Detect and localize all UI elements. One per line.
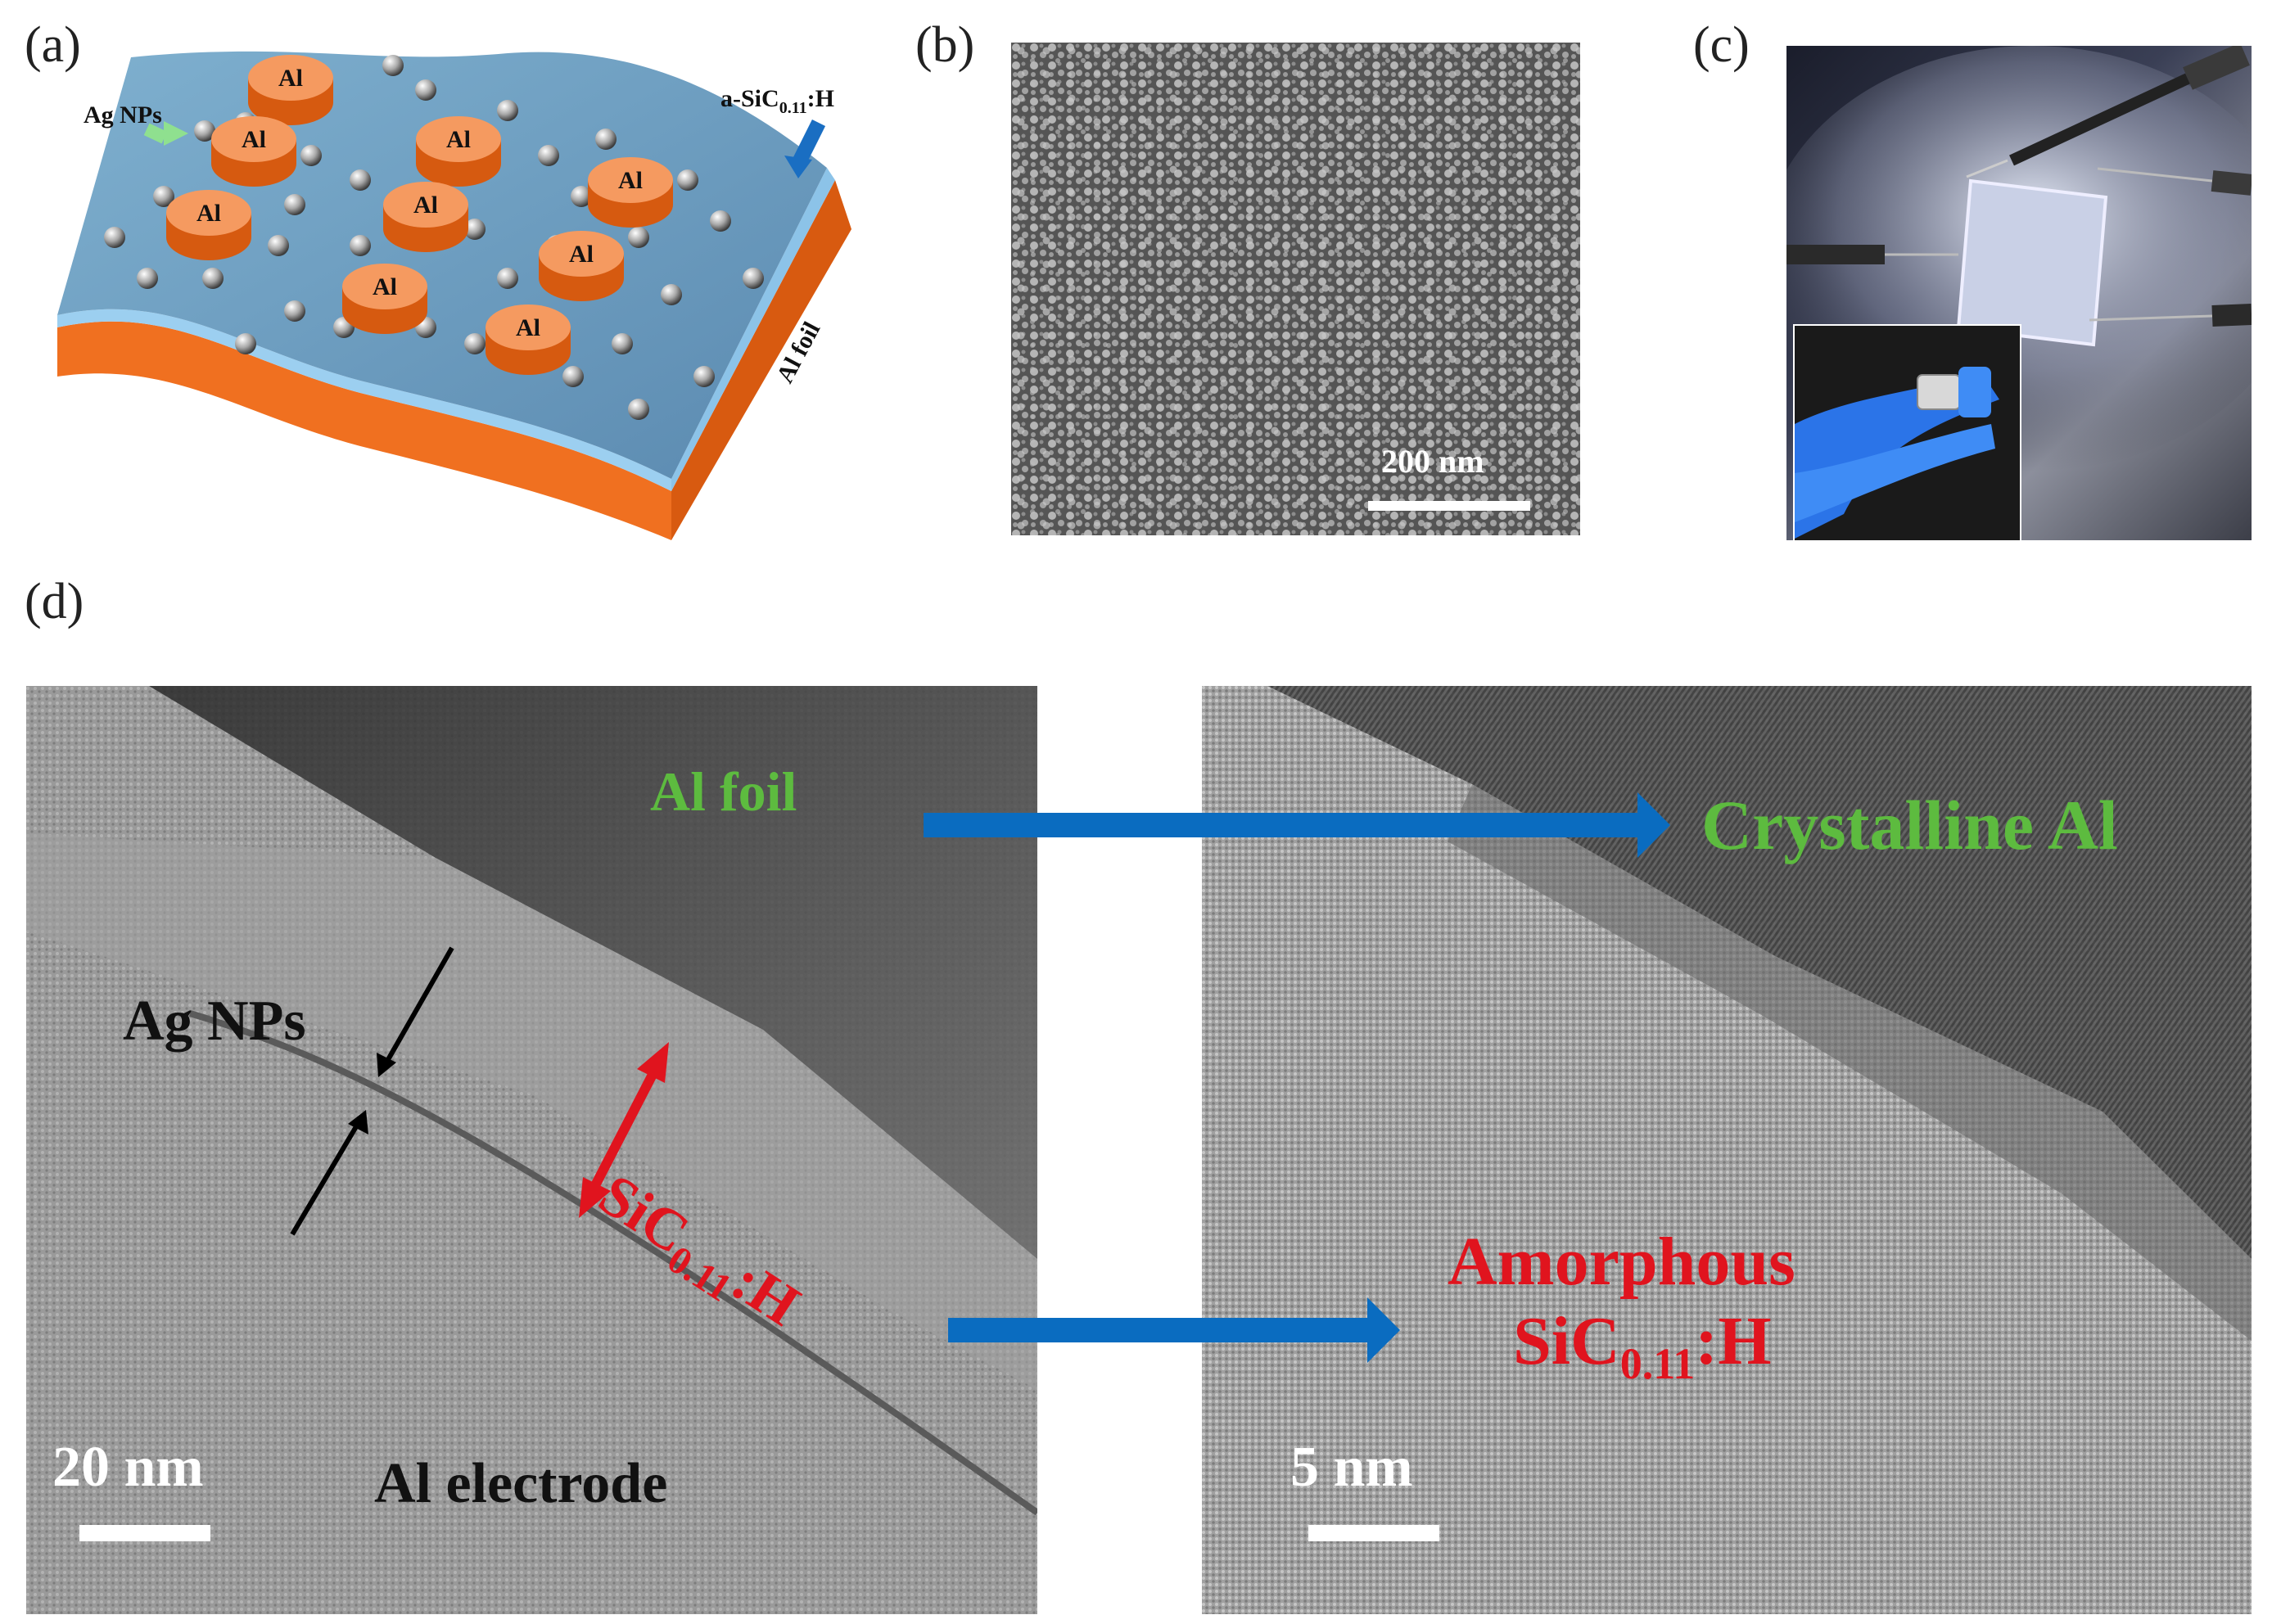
tem-left-ag-nps-label: Ag NPs <box>123 990 306 1053</box>
schematic-svg: Al Al Al Al Al Al Al Al Al Ag NPs a-SiC0… <box>57 51 851 540</box>
panel-label-a: (a) <box>25 17 81 73</box>
panel-label-b: (b) <box>915 17 975 73</box>
arrow-foil-to-crystalline <box>924 813 1644 837</box>
panel-b-sem-image: 200 nm <box>1011 43 1580 535</box>
tem-right-scene <box>1202 686 2252 1614</box>
tem-right-scale-label: 5 nm <box>1290 1436 1413 1499</box>
tem-left-scale-bar <box>79 1525 210 1541</box>
tem-left-scale-label: 20 nm <box>52 1436 204 1499</box>
panel-label-d: (d) <box>25 574 84 629</box>
tem-right-sic-label: SiC0.11:H <box>1513 1303 1772 1388</box>
al-disks <box>166 55 673 375</box>
sem-texture <box>1011 43 1580 535</box>
tem-left-al-foil-label: Al foil <box>650 760 797 823</box>
sem-scale-label: 200 nm <box>1381 443 1484 480</box>
disk-label: Al <box>569 241 594 268</box>
probe-4 <box>2211 304 2252 327</box>
panel-label-c: (c) <box>1693 17 1750 73</box>
ag-nps-label: Ag NPs <box>84 102 162 129</box>
probe-1 <box>2009 73 2190 166</box>
device-sample <box>1956 178 2108 347</box>
crystalline-region <box>1267 686 2252 1259</box>
tem-left-scene <box>26 686 1037 1614</box>
panel-a-schematic: Al Al Al Al Al Al Al Al Al Ag NPs a-SiC0… <box>49 33 876 540</box>
ag-layer-line <box>188 1010 1037 1516</box>
probe-3 <box>2211 170 2252 196</box>
disk-label: Al <box>278 65 303 92</box>
disk-label: Al <box>413 192 438 219</box>
tem-right-crystalline-label: Crystalline Al <box>1701 786 2118 864</box>
inset-photo-glove <box>1793 324 2021 540</box>
film-label: a-SiC0.11:H <box>720 85 834 117</box>
tem-left-electrode-label: Al electrode <box>374 1452 668 1515</box>
disk-label: Al <box>242 126 266 153</box>
ag-arrow-icon <box>164 121 188 146</box>
arrow-sic-to-amorphous <box>948 1318 1374 1342</box>
panel-d-tem-left: Al foil Ag NPs SiC0.11:H Al electrode 20… <box>26 686 1037 1614</box>
disk-label: Al <box>446 126 471 153</box>
tem-right-amorphous-label: Amorphous <box>1448 1224 1795 1300</box>
disk-label: Al <box>373 273 397 300</box>
disk-label: Al <box>196 200 221 227</box>
tem-right-scale-bar <box>1308 1525 1439 1541</box>
disk-label: Al <box>516 314 540 341</box>
panel-c-photo <box>1786 46 2252 540</box>
sem-scale-bar <box>1368 501 1530 511</box>
disk-label: Al <box>618 167 643 194</box>
panel-d-tem-right: Crystalline Al Amorphous SiC0.11:H 5 nm <box>1202 686 2252 1614</box>
